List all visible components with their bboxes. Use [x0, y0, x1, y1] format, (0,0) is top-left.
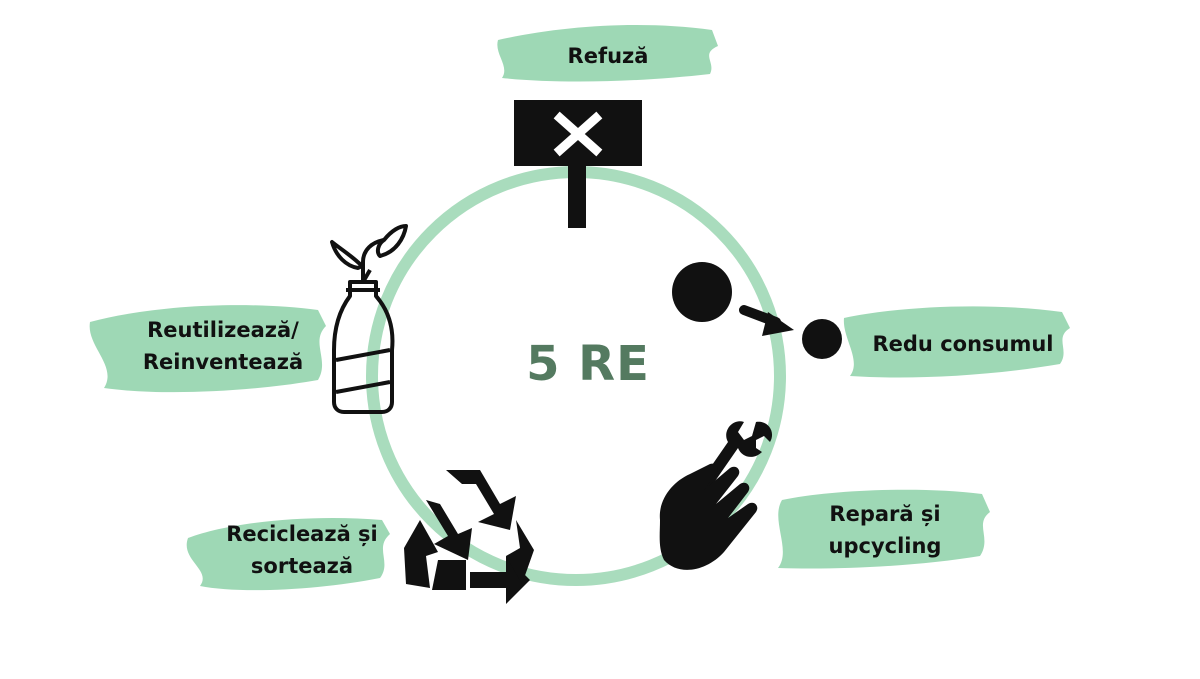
label-refuse: Refuză: [508, 40, 708, 72]
bottle-plant-icon: [330, 224, 408, 414]
label-reduce-line-1: Redu consumul: [872, 332, 1054, 356]
label-reduce: Redu consumul: [858, 328, 1068, 360]
brush-refuse: [497, 25, 718, 82]
label-reuse-line-2: Reinventează: [142, 350, 304, 374]
label-repair: Repară și upcycling: [790, 498, 980, 562]
brush-reuse: [89, 305, 327, 393]
brush-repair: [778, 489, 990, 569]
hand-wrench-icon: [659, 421, 773, 570]
label-recycle-line-1: Reciclează și: [226, 522, 378, 546]
label-recycle-line-2: sortează: [250, 554, 354, 578]
label-recycle: Reciclează și sortează: [212, 518, 392, 582]
recycle-arrows-icon: [404, 470, 534, 604]
label-refuse-line-1: Refuză: [567, 44, 649, 68]
brush-recycle: [186, 518, 390, 591]
diagram-title: 5 RE: [526, 336, 650, 392]
label-reuse-line-1: Reutilizează/: [147, 318, 299, 342]
label-reuse: Reutilizează/ Reinventează: [118, 314, 328, 378]
big-to-small-circle-arrow-icon: [672, 262, 842, 359]
label-repair-line-2: upcycling: [828, 534, 942, 558]
label-repair-line-1: Repară și: [829, 502, 941, 526]
brush-reduce: [843, 306, 1070, 378]
protest-sign-x-icon: [514, 100, 642, 228]
